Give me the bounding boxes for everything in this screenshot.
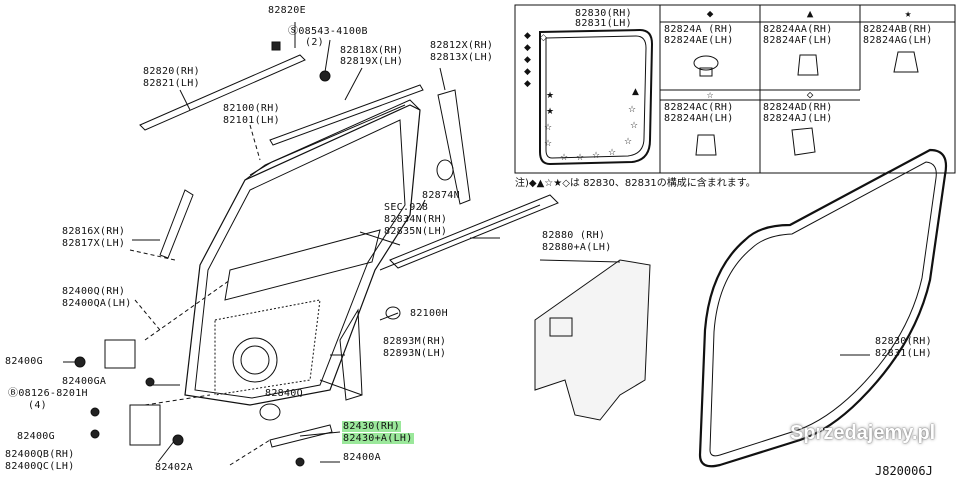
clip-82824A [693, 55, 719, 71]
label-82813X: 82813X(LH) [430, 52, 494, 63]
label-08126: Ⓑ08126-8201H [8, 388, 88, 399]
svg-text:◆: ◆ [524, 55, 531, 65]
svg-text:▲: ▲ [632, 87, 639, 97]
label-08126-qty: (4) [28, 400, 47, 411]
label-82834N: 82834N(RH) [384, 214, 448, 225]
inset-82824AE: 82824AE(LH) [664, 35, 734, 46]
clip-82820E [271, 41, 281, 51]
label-82893N: 82893N(LH) [383, 348, 447, 359]
label-82100H: 82100H [410, 308, 448, 319]
clip-82824AD [791, 127, 816, 156]
clip-82824AB [893, 51, 919, 73]
label-82400QB: 82400QB(RH) [5, 449, 75, 460]
clip-82824AA [797, 54, 819, 76]
inset-82824AJ: 82824AJ(LH) [763, 113, 833, 124]
label-82880A: 82880+A(LH) [542, 242, 612, 253]
label-82400QC: 82400QC(LH) [5, 461, 75, 472]
label-82819X: 82819X(LH) [340, 56, 404, 67]
label-82893M: 82893M(RH) [383, 336, 447, 347]
svg-text:☆: ☆ [544, 123, 552, 133]
svg-text:☆: ☆ [592, 151, 600, 161]
inset-82824AB: 82824AB(RH) [863, 24, 933, 35]
inset-frame [514, 4, 956, 174]
svg-text:◇: ◇ [540, 33, 547, 43]
inset-head-star-outline: ☆ [706, 88, 714, 101]
label-82430A: 82430+A(LH) [342, 433, 414, 444]
label-82840Q: 82840Q [265, 388, 303, 399]
clip-82824AC [695, 134, 717, 156]
label-82818X: 82818X(RH) [340, 45, 404, 56]
label-sec928: SEC.928 [384, 202, 429, 213]
label-82400GA: 82400GA [62, 376, 107, 387]
svg-text:☆: ☆ [544, 139, 552, 149]
label-82830-main: 82830(RH) [875, 336, 932, 347]
inset-82824A: 82824A (RH) [664, 24, 734, 35]
inset-label-82831: 82831(LH) [575, 18, 632, 29]
label-82400Q: 82400Q(RH) [62, 286, 126, 297]
label-bolt: Ⓢ08543-4100B [288, 26, 368, 37]
watermark: Sprzedajemy.pl [790, 422, 936, 444]
label-82816X: 82816X(RH) [62, 226, 126, 237]
inset-82824AH: 82824AH(LH) [664, 113, 734, 124]
svg-text:☆: ☆ [560, 153, 568, 163]
label-82400QA: 82400QA(LH) [62, 298, 132, 309]
inset-head-star: ★ [904, 7, 912, 20]
label-82817X: 82817X(LH) [62, 238, 126, 249]
svg-text:◆: ◆ [524, 43, 531, 53]
svg-text:☆: ☆ [628, 105, 636, 115]
inset-82824AC: 82824AC(RH) [664, 102, 734, 113]
svg-text:☆: ☆ [630, 121, 638, 131]
label-82812X: 82812X(RH) [430, 40, 494, 51]
label-82400G-bottom: 82400G [17, 431, 55, 442]
label-82101: 82101(LH) [223, 115, 280, 126]
inset-head-diamond-outline: ◇ [806, 88, 814, 101]
label-82821: 82821(LH) [143, 78, 200, 89]
label-82874N: 82874N [422, 190, 460, 201]
inset-82824AD: 82824AD(RH) [763, 102, 833, 113]
inset-label-82830: 82830(RH) [575, 8, 632, 19]
label-82400G-top: 82400G [5, 356, 43, 367]
svg-text:★: ★ [546, 91, 554, 101]
label-82880: 82880 (RH) [542, 230, 606, 241]
inset-head-triangle: ▲ [806, 7, 814, 20]
label-82820: 82820(RH) [143, 66, 200, 77]
label-82831-main: 82831(LH) [875, 348, 932, 359]
label-82430: 82430(RH) [342, 421, 401, 432]
svg-text:◆: ◆ [524, 31, 531, 41]
inset-note: 注)◆▲☆★◇は 82830、82831の構成に含まれます。 [515, 178, 756, 189]
svg-text:☆: ☆ [624, 137, 632, 147]
label-82100: 82100(RH) [223, 103, 280, 114]
svg-text:★: ★ [546, 107, 554, 117]
diagram-code: J820006J [875, 464, 933, 478]
inset-82824AF: 82824AF(LH) [763, 35, 833, 46]
label-bolt-qty: (2) [305, 37, 324, 48]
svg-text:☆: ☆ [608, 148, 616, 158]
svg-text:☆: ☆ [576, 153, 584, 163]
inset-82824AG: 82824AG(LH) [863, 35, 933, 46]
inset-82824AA: 82824AA(RH) [763, 24, 833, 35]
svg-text:◆: ◆ [524, 79, 531, 89]
label-82820E: 82820E [268, 5, 306, 16]
inset-head-diamond: ◆ [706, 7, 714, 20]
label-82402A: 82402A [155, 462, 193, 473]
svg-text:◆: ◆ [524, 67, 531, 77]
label-82400A: 82400A [343, 452, 381, 463]
label-82835N: 82835N(LH) [384, 226, 448, 237]
